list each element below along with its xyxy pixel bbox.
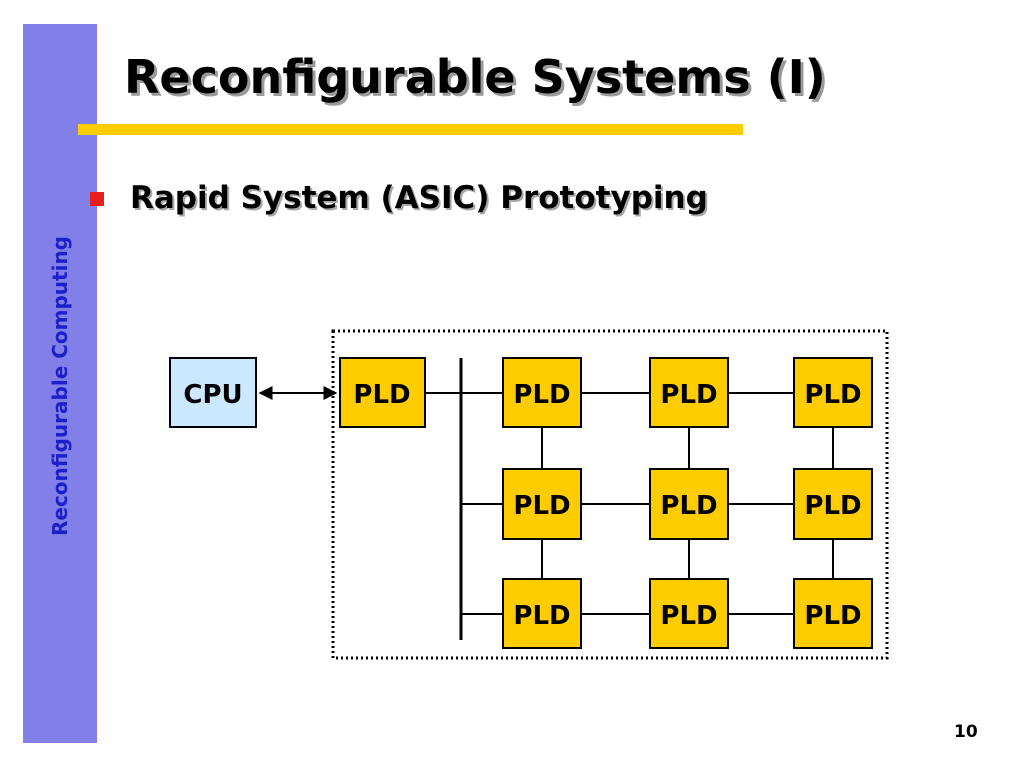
pld-label: PLD [660, 491, 717, 521]
pld-node: PLD [793, 578, 873, 649]
pld-label: PLD [353, 380, 410, 410]
pld-label: PLD [804, 491, 861, 521]
pld-board-boundary [331, 329, 889, 660]
pld-label: PLD [660, 601, 717, 631]
pld-node: PLD [649, 468, 729, 540]
bullet-square-icon [90, 192, 104, 206]
pld-node: PLD [793, 357, 873, 428]
pld-node: PLD [793, 468, 873, 540]
pld-label: PLD [804, 601, 861, 631]
pld-node: PLD [649, 357, 729, 428]
cpu-node: CPU [169, 357, 257, 428]
page-number: 10 [954, 722, 978, 742]
pld-node: PLD [649, 578, 729, 649]
slide-title: Reconfigurable Systems (I) [124, 50, 826, 104]
pld-node: PLD [502, 468, 582, 540]
title-underline [78, 124, 743, 135]
pld-label: PLD [513, 491, 570, 521]
pld-label: PLD [660, 380, 717, 410]
pld-label: PLD [513, 601, 570, 631]
sidebar-band [23, 24, 97, 743]
pld-node: PLD [502, 578, 582, 649]
pld-node: PLD [502, 357, 582, 428]
pld-label: PLD [804, 380, 861, 410]
cpu-label: CPU [183, 380, 242, 410]
pld-node: PLD [339, 357, 426, 428]
pld-label: PLD [513, 380, 570, 410]
bullet-text: Rapid System (ASIC) Prototyping [130, 180, 708, 216]
